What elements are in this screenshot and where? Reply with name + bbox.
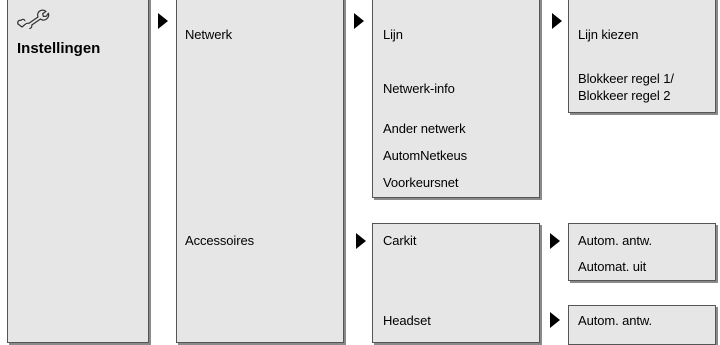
menu-item-accessoires[interactable]: Accessoires xyxy=(185,233,254,248)
menu-item-ander-netwerk[interactable]: Ander netwerk xyxy=(383,121,466,136)
menu-item-lijn-kiezen[interactable]: Lijn kiezen xyxy=(578,27,639,42)
menu-item-blokkeer-regel-2[interactable]: Blokkeer regel 2 xyxy=(578,88,671,103)
menu-item-automat-uit[interactable]: Automat. uit xyxy=(578,259,647,274)
arrow-right-icon xyxy=(550,312,560,328)
settings-title[interactable]: Instellingen xyxy=(17,40,101,57)
arrow-right-icon xyxy=(550,233,560,249)
arrow-right-icon xyxy=(158,13,168,29)
arrow-right-icon xyxy=(354,13,364,29)
wrench-icon xyxy=(17,9,50,29)
menu-item-carkit-autom-antw[interactable]: Autom. antw. xyxy=(578,233,652,248)
carkit-submenu-panel xyxy=(568,223,716,281)
menu-item-blokkeer-regel-1[interactable]: Blokkeer regel 1/ xyxy=(578,71,674,86)
menu-item-headset[interactable]: Headset xyxy=(383,313,431,328)
menu-item-lijn[interactable]: Lijn xyxy=(383,27,403,42)
menu-item-netwerk[interactable]: Netwerk xyxy=(185,27,232,42)
root-menu-panel xyxy=(7,0,149,343)
menu-item-automnetkeus[interactable]: AutomNetkeus xyxy=(383,148,468,163)
netwerk-submenu-panel xyxy=(372,0,540,198)
accessoires-submenu-panel xyxy=(372,223,540,343)
menu-item-headset-autom-antw[interactable]: Autom. antw. xyxy=(578,313,652,328)
menu-item-voorkeursnet[interactable]: Voorkeursnet xyxy=(383,175,459,190)
menu-item-carkit[interactable]: Carkit xyxy=(383,233,417,248)
lijn-submenu-panel xyxy=(568,0,716,113)
menu-item-netwerk-info[interactable]: Netwerk-info xyxy=(383,81,455,96)
arrow-right-icon xyxy=(356,233,366,249)
level1-menu-panel xyxy=(176,0,344,343)
arrow-right-icon xyxy=(552,13,562,29)
